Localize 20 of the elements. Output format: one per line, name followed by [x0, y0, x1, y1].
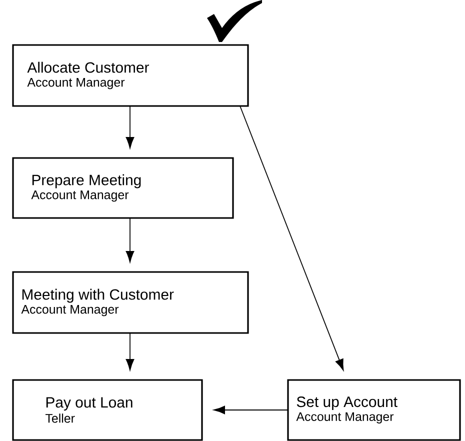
- step-title: Meeting with Customer: [22, 288, 174, 303]
- role-label: Account Manager: [296, 412, 394, 424]
- step-title: Prepare Meeting: [32, 174, 141, 188]
- role-label: Account Manager: [27, 78, 125, 90]
- arrow: [126, 218, 134, 262]
- arrow: [240, 106, 344, 371]
- step-title: Pay out Loan: [46, 397, 132, 411]
- process-box: [12, 157, 234, 219]
- step-title: Allocate Customer: [27, 62, 149, 73]
- arrow: [126, 106, 134, 148]
- role-label: Account Manager: [31, 190, 129, 202]
- arrow: [214, 406, 288, 414]
- role-label: Account Manager: [21, 305, 119, 316]
- arrow: [126, 332, 134, 370]
- process-box: [287, 379, 461, 441]
- process-box: [12, 44, 249, 107]
- role-label: Teller: [46, 414, 75, 423]
- step-title: Set up Account: [296, 396, 398, 410]
- process-box: [12, 379, 203, 441]
- process-box: [12, 271, 249, 334]
